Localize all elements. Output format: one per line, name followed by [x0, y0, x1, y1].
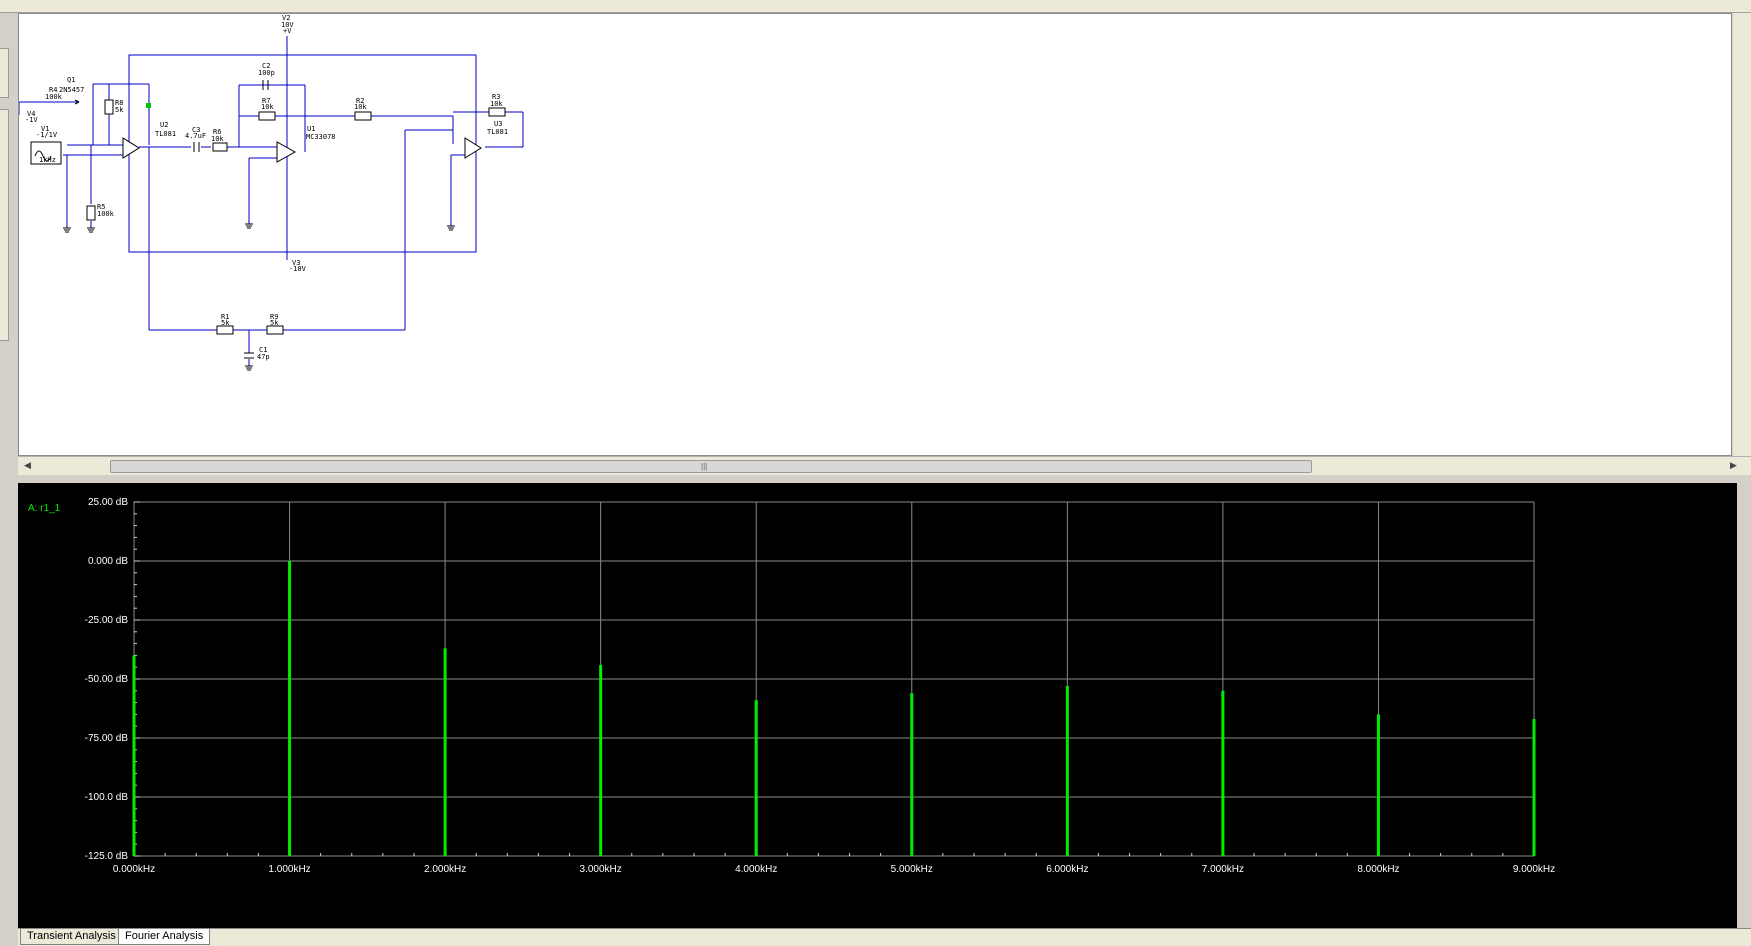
svg-text:TL081: TL081	[155, 130, 176, 138]
svg-text:100k: 100k	[45, 93, 63, 101]
svg-text:R2: R2	[356, 97, 364, 105]
top-toolbar-strip	[0, 0, 1751, 13]
y-tick-label: -25.00 dB	[85, 615, 129, 626]
x-tick-label: 1.000kHz	[268, 864, 310, 875]
x-axis-labels: 0.000kHz 1.000kHz 2.000kHz 3.000kHz 4.000kHz…	[113, 864, 1555, 875]
y-tick-label: -75.00 dB	[85, 733, 129, 744]
x-tick-label: 3.000kHz	[580, 864, 622, 875]
svg-text:5k: 5k	[221, 319, 230, 327]
dock-tab-1[interactable]	[0, 48, 9, 98]
tab-fourier-analysis[interactable]: Fourier Analysis	[118, 929, 211, 945]
scroll-right-arrow-icon[interactable]: ▶	[1730, 460, 1737, 470]
svg-text:TL081: TL081	[487, 128, 508, 136]
y-axis-labels: 25.00 dB 0.000 dB -25.00 dB -50.00 dB -75.00…	[85, 497, 129, 862]
x-tick-label: 4.000kHz	[735, 864, 777, 875]
svg-text:47p: 47p	[257, 353, 270, 361]
v1-source-symbol[interactable]	[30, 141, 62, 165]
x-tick-label: 9.000kHz	[1513, 864, 1555, 875]
r5-resistor[interactable]	[86, 205, 96, 221]
y-tick-label: 25.00 dB	[88, 497, 128, 508]
svg-text:C3: C3	[192, 126, 200, 134]
grapher-plot-area[interactable]: A: r1_1 25.00 dB 0.000 dB -25.00 dB -50.00 …	[18, 483, 1737, 928]
svg-text:R7: R7	[262, 97, 270, 105]
svg-text:V2: V2	[282, 14, 290, 22]
svg-text:5k: 5k	[270, 319, 279, 327]
x-tick-label: 0.000kHz	[113, 864, 155, 875]
x-tick-label: 7.000kHz	[1202, 864, 1244, 875]
svg-text:V1: V1	[41, 125, 49, 133]
svg-text:U3: U3	[494, 120, 502, 128]
svg-text:10V: 10V	[281, 21, 294, 29]
grapher-right-gutter	[1737, 483, 1751, 928]
svg-text:10k: 10k	[211, 135, 224, 143]
u3-opamp[interactable]	[464, 137, 482, 159]
svg-text:5k: 5k	[115, 106, 124, 114]
svg-text:R9: R9	[270, 313, 278, 321]
schematic-drawing: V2 10V +V Q1 R4 100k 2N5457 R8 5k V4 -1V…	[19, 14, 524, 371]
tab-transient-analysis[interactable]: Transient Analysis	[20, 929, 123, 945]
schematic-horizontal-scrollbar[interactable]: ◀ ||| ▶	[18, 456, 1751, 476]
svg-text:R6: R6	[213, 128, 221, 136]
u1-opamp[interactable]	[276, 141, 297, 163]
x-tick-label: 6.000kHz	[1046, 864, 1088, 875]
y-tick-label: 0.000 dB	[88, 556, 128, 567]
svg-text:R4: R4	[49, 86, 57, 94]
y-tick-label: -50.00 dB	[85, 674, 129, 685]
r9-resistor[interactable]	[266, 325, 284, 335]
svg-text:+V: +V	[283, 27, 292, 35]
grip-icon: |||	[701, 462, 708, 471]
svg-text:V3: V3	[292, 259, 300, 267]
x-tick-label: 2.000kHz	[424, 864, 466, 875]
r2-resistor[interactable]	[354, 111, 372, 121]
r3-resistor[interactable]	[488, 107, 506, 117]
svg-text:MC33078: MC33078	[306, 133, 336, 141]
u2-opamp[interactable]	[122, 137, 140, 159]
r6-resistor[interactable]	[212, 142, 228, 152]
svg-text:4.7uF: 4.7uF	[185, 132, 206, 140]
r8-resistor[interactable]	[104, 99, 114, 115]
sine-glyph	[34, 150, 52, 162]
svg-text:Q1: Q1	[67, 76, 75, 84]
y-tick-label: -100.0 dB	[85, 792, 129, 803]
dock-tab-2[interactable]	[0, 109, 9, 341]
svg-text:1kHz: 1kHz	[39, 156, 56, 164]
y-tick-label: -125.0 dB	[85, 851, 129, 862]
svg-text:C1: C1	[259, 346, 267, 354]
scroll-left-arrow-icon[interactable]: ◀	[24, 460, 31, 470]
svg-text:C2: C2	[262, 62, 270, 70]
trace-label: A: r1_1	[28, 503, 61, 514]
spectrum-bars	[132, 561, 1536, 856]
svg-text:R3: R3	[492, 93, 500, 101]
svg-text:10k: 10k	[490, 100, 503, 108]
schematic-canvas[interactable]: V2 10V +V Q1 R4 100k 2N5457 R8 5k V4 -1V…	[18, 13, 1732, 456]
svg-text:R5: R5	[97, 203, 105, 211]
r1-resistor[interactable]	[216, 325, 234, 335]
svg-text:10k: 10k	[261, 103, 274, 111]
svg-text:100k: 100k	[97, 210, 115, 218]
grid-lines	[133, 501, 1535, 857]
x-tick-label: 5.000kHz	[891, 864, 933, 875]
svg-text:R8: R8	[115, 99, 123, 107]
probe-marker[interactable]	[146, 103, 151, 108]
svg-text:U1: U1	[307, 125, 315, 133]
scrollbar-thumb[interactable]: |||	[110, 460, 1312, 473]
svg-text:-1V: -1V	[25, 116, 38, 124]
x-tick-label: 8.000kHz	[1357, 864, 1399, 875]
svg-text:-1/1V: -1/1V	[36, 131, 58, 139]
pane-splitter[interactable]	[18, 475, 1751, 483]
left-dock-gutter	[0, 13, 18, 945]
svg-text:-10V: -10V	[289, 265, 307, 273]
fourier-spectrum-chart[interactable]: A: r1_1 25.00 dB 0.000 dB -25.00 dB -50.00 …	[18, 483, 1737, 928]
analysis-tab-bar: Transient Analysis Fourier Analysis	[18, 928, 1751, 946]
svg-text:R1: R1	[221, 313, 229, 321]
svg-text:V4: V4	[27, 110, 35, 118]
svg-text:100p: 100p	[258, 69, 275, 77]
r7-resistor[interactable]	[258, 111, 276, 121]
svg-text:U2: U2	[160, 121, 168, 129]
right-dock-gutter	[1733, 13, 1751, 456]
svg-text:2N5457: 2N5457	[59, 86, 84, 94]
svg-text:10k: 10k	[354, 103, 367, 111]
